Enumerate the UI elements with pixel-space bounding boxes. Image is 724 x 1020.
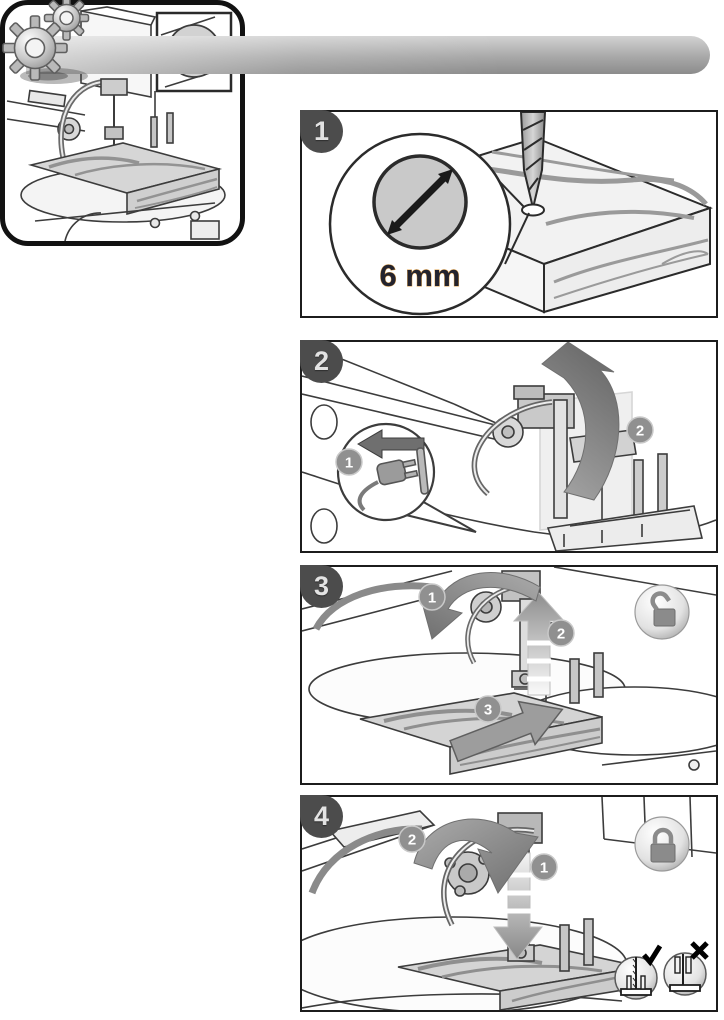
substep-badge-2: 2 xyxy=(626,416,654,444)
lock-icon xyxy=(634,816,690,872)
step-panel-3: 3 xyxy=(300,565,718,785)
step-number-badge: 2 xyxy=(300,340,343,383)
loosen-knob-counterclockwise-arrow-icon xyxy=(419,571,541,640)
svg-text:2: 2 xyxy=(408,831,416,848)
unplug-power-cord-icon xyxy=(357,447,429,512)
unlock-icon xyxy=(634,584,690,640)
swing-arm-up-arrow-icon xyxy=(541,342,620,501)
step-number-badge: 4 xyxy=(300,795,343,838)
tighten-knob-clockwise-arrow-icon xyxy=(413,818,539,894)
magnifier-callout: 6 mm xyxy=(328,132,512,316)
drilled-hole xyxy=(521,203,545,217)
substep-badge-3: 3 xyxy=(474,695,502,723)
svg-text:1: 1 xyxy=(428,589,436,606)
bevel-scale-arc xyxy=(64,212,102,241)
gears-icon xyxy=(2,0,90,84)
hold-down-foot xyxy=(104,126,124,140)
drill-bit-icon xyxy=(519,112,547,209)
header-gradient-bar xyxy=(26,36,710,74)
insert-workpiece-arrow-icon xyxy=(449,700,564,763)
substep-badge-1: 1 xyxy=(335,448,363,476)
step-panel-2: 2 xyxy=(300,340,718,553)
blade-seated-incorrect-icon xyxy=(663,941,709,996)
hole-diameter-double-arrow xyxy=(387,169,453,235)
step-number-badge: 1 xyxy=(300,110,343,153)
svg-text:1: 1 xyxy=(345,454,353,471)
cross-icon xyxy=(690,941,709,960)
step3-illustration: 1 2 3 xyxy=(302,567,716,775)
power-callout xyxy=(336,422,477,533)
substep-badge-2: 2 xyxy=(398,825,426,853)
arrow-left-icon xyxy=(357,429,425,459)
hole-diameter-label: 6 mm xyxy=(380,258,461,293)
step1-illustration: 6 mm xyxy=(328,112,713,316)
arm-handle xyxy=(312,582,433,631)
substep-badge-1: 1 xyxy=(418,583,446,611)
svg-text:3: 3 xyxy=(484,701,492,718)
step4-illustration: 2 1 xyxy=(302,797,716,1010)
substep-badge-1: 1 xyxy=(530,853,558,881)
svg-text:2: 2 xyxy=(557,625,565,642)
large-gear-icon xyxy=(2,15,68,81)
svg-text:1: 1 xyxy=(540,859,548,876)
substep-badge-2: 2 xyxy=(547,619,575,647)
step-panel-1: 1 xyxy=(300,110,718,318)
svg-text:2: 2 xyxy=(636,422,644,439)
blade-up-arrow-icon xyxy=(512,592,566,696)
step2-illustration: 1 2 xyxy=(302,342,716,551)
check-icon xyxy=(642,944,663,967)
step-number-badge: 3 xyxy=(300,565,343,608)
blade-seated-correct-icon xyxy=(614,944,663,1000)
step-panel-4: 4 xyxy=(300,795,718,1012)
blade-tray xyxy=(546,505,704,551)
